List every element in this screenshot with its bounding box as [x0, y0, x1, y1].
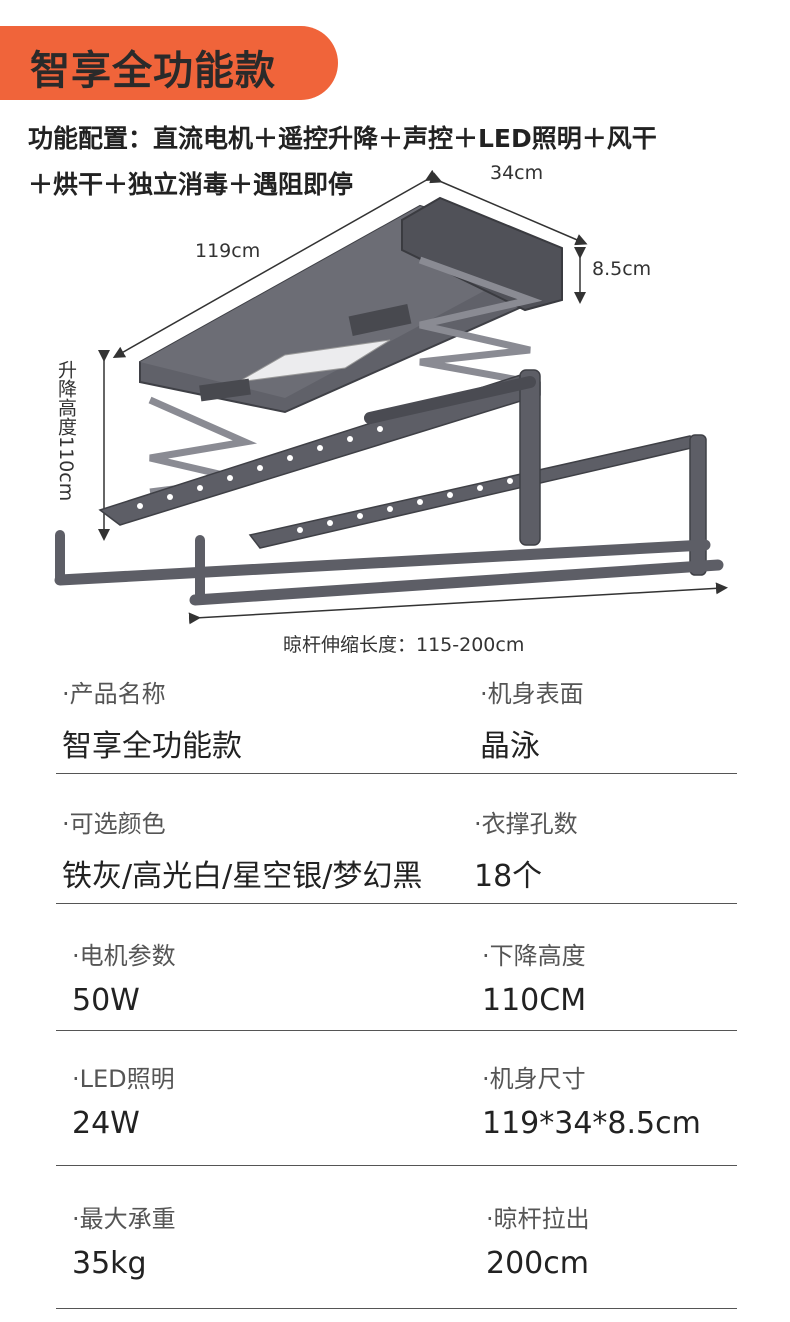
spec-row: ·电机参数 50W ·下降高度 110CM	[56, 932, 737, 1031]
spec-label: ·下降高度	[482, 942, 586, 970]
height-dimension: 8.5cm	[592, 258, 652, 280]
spec-cell-led: ·LED照明 24W	[72, 1059, 175, 1141]
spec-row: ·产品名称 智享全功能款 ·机身表面 晶泳	[56, 670, 737, 774]
spec-cell-holes: ·衣撑孔数 18个	[474, 804, 578, 895]
page-title: 智享全功能款	[30, 48, 276, 94]
spec-cell-colors: ·可选颜色 铁灰/高光白/星空银/梦幻黑	[62, 804, 422, 895]
spec-row: ·最大承重 35kg ·晾杆拉出 200cm	[56, 1195, 737, 1309]
spec-value: 晶泳	[480, 729, 540, 764]
spec-cell-product-name: ·产品名称 智享全功能款	[62, 674, 242, 765]
spec-label: ·可选颜色	[62, 810, 166, 838]
spec-label: ·最大承重	[72, 1205, 176, 1233]
spec-value: 110CM	[482, 983, 587, 1018]
spec-label: ·衣撑孔数	[474, 810, 578, 838]
width-dimension: 34cm	[490, 162, 544, 184]
feature-line-1: 功能配置：直流电机＋遥控升降＋声控＋LED照明＋风干	[28, 124, 657, 153]
spec-value: 智享全功能款	[62, 729, 242, 764]
length-dimension: 119cm	[195, 240, 261, 262]
spec-cell-body-size: ·机身尺寸 119*34*8.5cm	[482, 1059, 701, 1141]
spec-row: ·可选颜色 铁灰/高光白/星空银/梦幻黑 ·衣撑孔数 18个	[56, 800, 737, 904]
product-diagram: 34cm 119cm 8.5cm 升降高度110cm 晾杆伸缩长度：115-20…	[0, 150, 790, 670]
spec-cell-drop-height: ·下降高度 110CM	[482, 936, 586, 1018]
spec-label: ·LED照明	[72, 1065, 175, 1093]
spec-cell-pole-extend: ·晾杆拉出 200cm	[486, 1199, 590, 1281]
lift-height-label: 升降高度110cm	[55, 360, 77, 502]
spec-cell-motor: ·电机参数 50W	[72, 936, 176, 1018]
pole-length-label: 晾杆伸缩长度：115-200cm	[283, 634, 525, 656]
spec-value: 119*34*8.5cm	[482, 1106, 701, 1141]
spec-label: ·电机参数	[72, 942, 176, 970]
spec-value: 35kg	[72, 1246, 147, 1281]
spec-value: 200cm	[486, 1246, 589, 1281]
spec-value: 50W	[72, 983, 140, 1018]
spec-value: 铁灰/高光白/星空银/梦幻黑	[62, 859, 423, 894]
spec-cell-surface: ·机身表面 晶泳	[480, 674, 584, 765]
spec-label: ·机身尺寸	[482, 1065, 586, 1093]
spec-value: 18个	[474, 859, 543, 894]
spec-label: ·产品名称	[62, 680, 166, 708]
spec-cell-max-load: ·最大承重 35kg	[72, 1199, 176, 1281]
spec-label: ·机身表面	[480, 680, 584, 708]
spec-row: ·LED照明 24W ·机身尺寸 119*34*8.5cm	[56, 1055, 737, 1166]
clothes-rack-illustration	[54, 169, 728, 625]
spec-value: 24W	[72, 1106, 140, 1141]
title-badge: 智享全功能款	[0, 26, 338, 100]
spec-label: ·晾杆拉出	[486, 1205, 590, 1233]
